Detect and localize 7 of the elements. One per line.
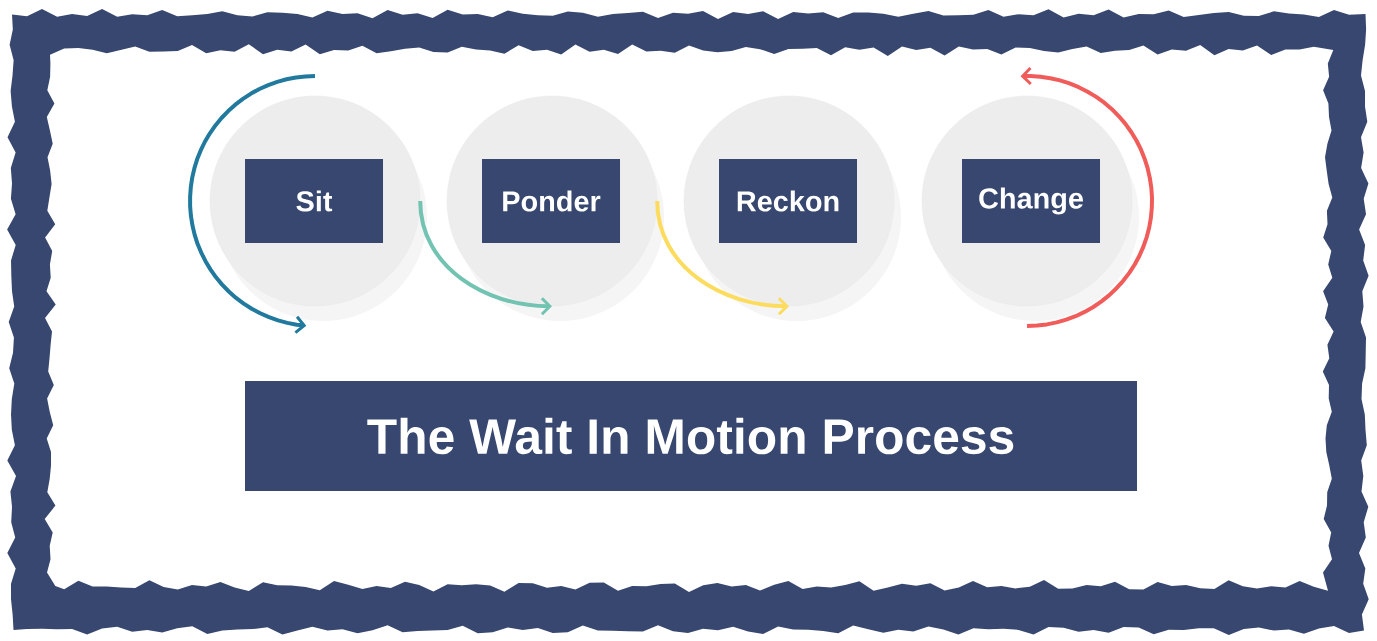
- title-banner: The Wait In Motion Process: [245, 381, 1137, 491]
- arrow: [418, 200, 552, 316]
- label-box: Change: [962, 159, 1100, 243]
- label-box: Reckon: [719, 159, 857, 243]
- label-box: Ponder: [482, 159, 620, 243]
- label-box: Sit: [245, 159, 383, 243]
- arrow: [655, 200, 789, 316]
